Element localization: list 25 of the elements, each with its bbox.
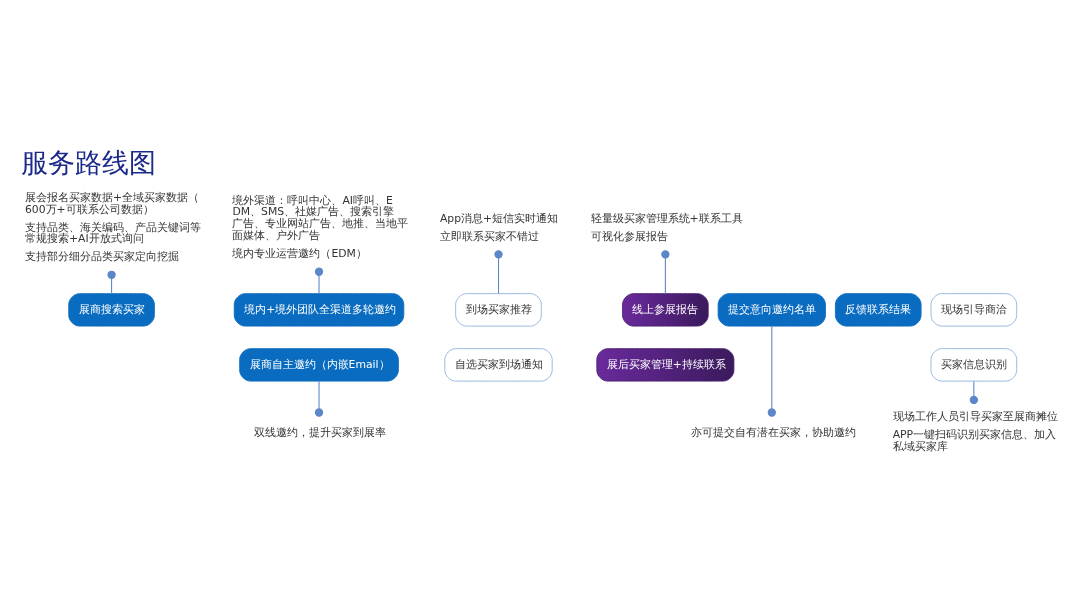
connector [314,380,324,417]
node-text: 双线邀约，提升买家到展率 [254,425,387,439]
node-box: 提交意向邀约名单 [717,292,826,327]
node-text: 境外渠道：呼叫中心、AI呼叫、EDM、SMS、社媒广告、搜索引擎广告、专业网站广告、地推、当地平面媒体、户外广告 境内专业运营邀约（EDM） [232,193,409,260]
node-box: 展后买家管理+持续联系 [596,347,735,382]
node-box: 到场买家推荐 [455,292,542,327]
connector [314,267,324,294]
node-text: 亦可提交自有潜在买家，协助邀约 [690,425,856,439]
node-text: 现场工作人员引导买家至展商摊位 APP一键扫码识别买家信息、加入私域买家库 [892,409,1058,453]
connector [494,249,503,294]
connector [767,325,776,417]
connector [969,380,978,404]
connector [661,249,670,294]
node-box: 展商搜索买家 [68,292,155,327]
node-box: 展商自主邀约（内嵌Email） [239,347,399,382]
node-text: App消息+短信实时通知 立即联系买家不错过 [439,211,559,243]
node-box: 线上参展报告 [622,292,709,327]
node-box: 反馈联系结果 [834,292,922,327]
node-box: 自选买家到场通知 [444,347,553,382]
node-box: 现场引导商洽 [930,292,1018,327]
node-box: 境内+境外团队全渠道多轮邀约 [233,292,405,327]
node-box: 买家信息识别 [930,347,1018,382]
diagram-title: 服务路线图 [20,146,156,178]
node-text: 轻量级买家管理系统+联系工具 可视化参展报告 [590,211,743,243]
node-text: 展会报名买家数据+全域买家数据（600万+可联系公司数据） 支持品类、海关编码、产品关键词等常规搜索+AI开放式询问 支持部分细分品类买家定向挖掘 [24,190,201,263]
